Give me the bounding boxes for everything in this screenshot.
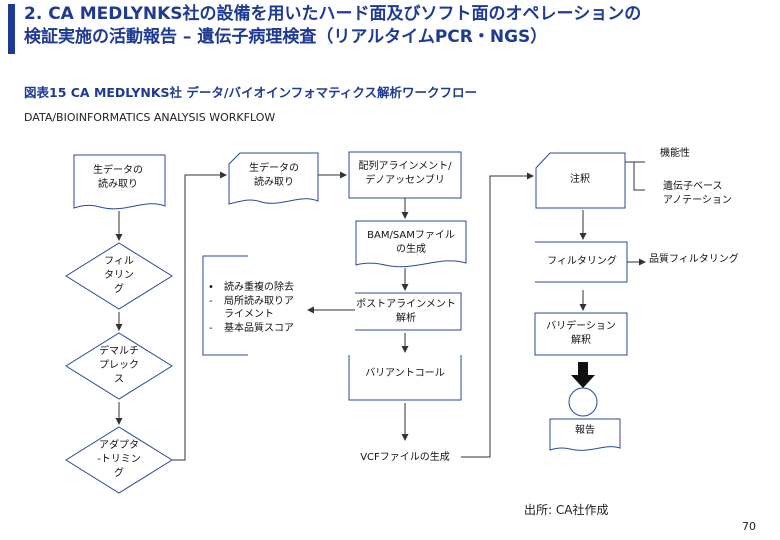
col3-label-vcf: VCFファイルの生成 — [360, 452, 450, 463]
col4-label-filtering: フィルタリング — [547, 256, 617, 267]
bracket-col4-annotation — [625, 161, 645, 191]
col3-label-bam: BAM/SAMファイル の生成 — [367, 230, 455, 255]
col4-annotation-doc — [535, 152, 626, 209]
col4-report-circle — [568, 387, 598, 417]
col2-doc-raw-read — [228, 152, 319, 205]
figure-title: 図表15 CA MEDLYNKS社 データ/バイオインフォマティクス解析ワークフ… — [24, 85, 477, 100]
connector-col1-col2 — [172, 171, 227, 461]
col4-label-report: 報告 — [575, 425, 595, 436]
col4-report-doc — [549, 418, 621, 451]
col1-diamond-demultiplex — [65, 332, 173, 400]
col3-bam-doc — [355, 220, 467, 268]
bold-down-arrow — [571, 362, 595, 388]
connector-col3-col4 — [461, 172, 534, 458]
page-title-line1: 2. CA MEDLYNKS社の設備を用いたハード面及びソフト面のオペレーション… — [24, 4, 642, 24]
source-note: 出所: CA社作成 — [524, 503, 609, 517]
col2-label-raw-read: 生データの 読み取り — [249, 163, 299, 188]
page-number: 70 — [742, 520, 756, 533]
col1-label-demultiplex: デマルチ プレック ス — [99, 346, 139, 385]
title-accent-bar — [8, 4, 15, 54]
col3-post-alignment-box — [355, 292, 462, 331]
bullet-item: 基本品質スコア — [206, 322, 294, 336]
annotation-functionality: 機能性 — [660, 148, 690, 159]
page-title-line2: 検証実施の活動報告 – 遺伝子病理検査（リアルタイムPCR・NGS） — [24, 27, 548, 47]
col1-label-raw-read: 生データの 読み取り — [93, 165, 143, 190]
col2-bracket-box — [202, 255, 248, 356]
page-title: 2. CA MEDLYNKS社の設備を用いたハード面及びソフト面のオペレーション… — [24, 3, 764, 49]
col4-label-validation: バリデーション 解釈 — [546, 321, 616, 346]
figure-subtitle: DATA/BIOINFORMATICS ANALYSIS WORKFLOW — [24, 111, 276, 124]
col4-label-annotation: 注釈 — [570, 174, 590, 185]
annotation-gene-based: 遺伝子ベース アノテーション — [663, 181, 732, 206]
col3-variant-call-box — [348, 355, 462, 401]
col1-doc-raw-read — [73, 154, 166, 210]
col1-diamond-adapter — [65, 426, 173, 494]
col4-validation-box — [534, 312, 628, 356]
bullet-item: 読み重複の除去 — [206, 281, 294, 295]
annotation-quality-filtering: 品質フィルタリング — [649, 254, 739, 265]
col1-label-adapter: アダプタ -トリミン グ — [97, 440, 141, 479]
bullet-item: 局所読み取りア ライメント — [206, 295, 294, 322]
col3-alignment-box — [348, 151, 462, 199]
col1-diamond-filtering — [65, 242, 173, 310]
col3-label-alignment: 配列アラインメント/ デノアッセンブリ — [358, 161, 452, 186]
col1-label-filtering: フィル タリン グ — [104, 256, 134, 295]
col3-label-post-alignment: ポストアラインメント 解析 — [356, 299, 456, 324]
col2-bullet-list: 読み重複の除去 局所読み取りア ライメント 基本品質スコア — [206, 281, 294, 335]
col3-label-variant-call: バリアントコール — [365, 368, 445, 379]
